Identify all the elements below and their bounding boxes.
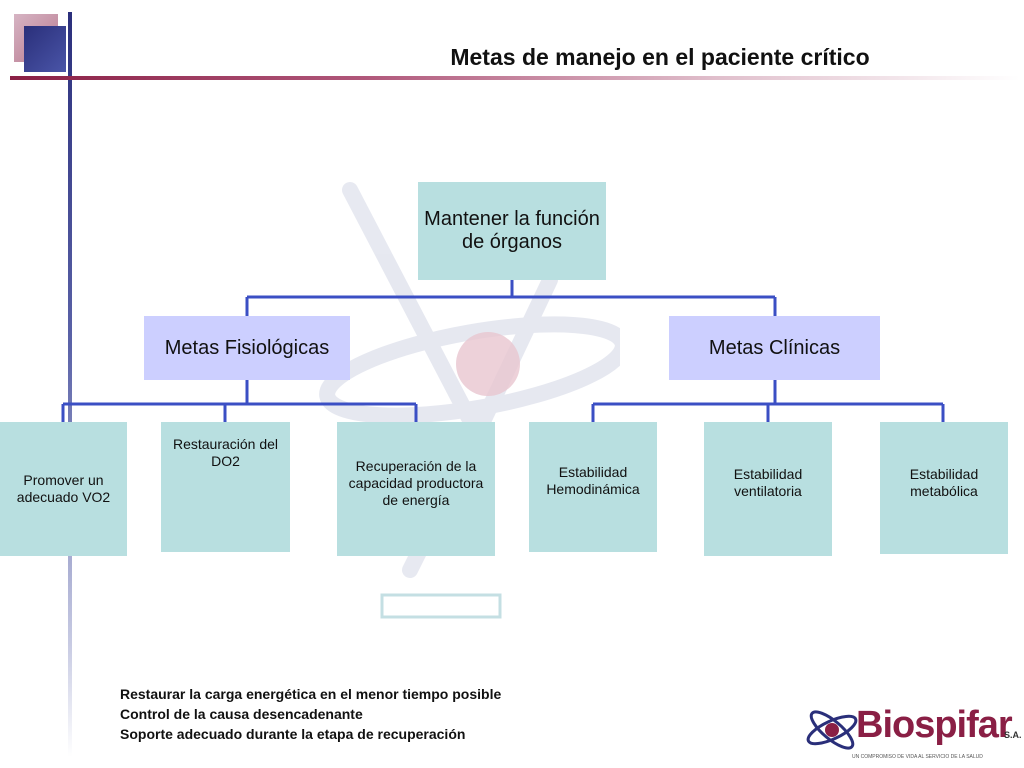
org-node-metas-clinicas: Metas Clínicas [669,316,880,380]
org-node-root: Mantener la función de órganos [418,182,606,280]
org-node-leaf: Estabilidad ventilatoria [704,422,832,556]
note-item: Soporte adecuado durante la etapa de rec… [120,726,466,742]
decorative-vertical-line [68,12,72,757]
org-node-leaf: Estabilidad Hemodinámica [529,422,657,552]
logo-tagline: UN COMPROMISO DE VIDA AL SERVICIO DE LA … [852,754,983,760]
org-node-leaf: Estabilidad metabólica [880,422,1008,554]
logo-suffix: S.A. [1004,730,1022,740]
org-node-leaf: Promover un adecuado VO2 [0,422,127,556]
slide-title: Metas de manejo en el paciente crítico [450,44,870,70]
decorative-horizontal-line [10,76,1020,80]
biospifar-logo: Biospifar S.A. UN COMPROMISO DE VIDA AL … [800,690,1024,768]
notes-list: Restaurar la carga energética en el meno… [120,684,501,744]
logo-brand-text: Biospifar [856,704,1013,746]
org-node-leaf: Recuperación de la capacidad productora … [337,422,495,556]
org-node-leaf: Restauración del DO2 [161,422,290,552]
note-item: Restaurar la carga energética en el meno… [120,686,502,702]
org-node-metas-fisiologicas: Metas Fisiológicas [144,316,350,380]
decorative-square-blue [24,26,66,72]
atom-logo-icon [806,710,858,750]
note-item: Control de la causa desencadenante [120,706,363,722]
